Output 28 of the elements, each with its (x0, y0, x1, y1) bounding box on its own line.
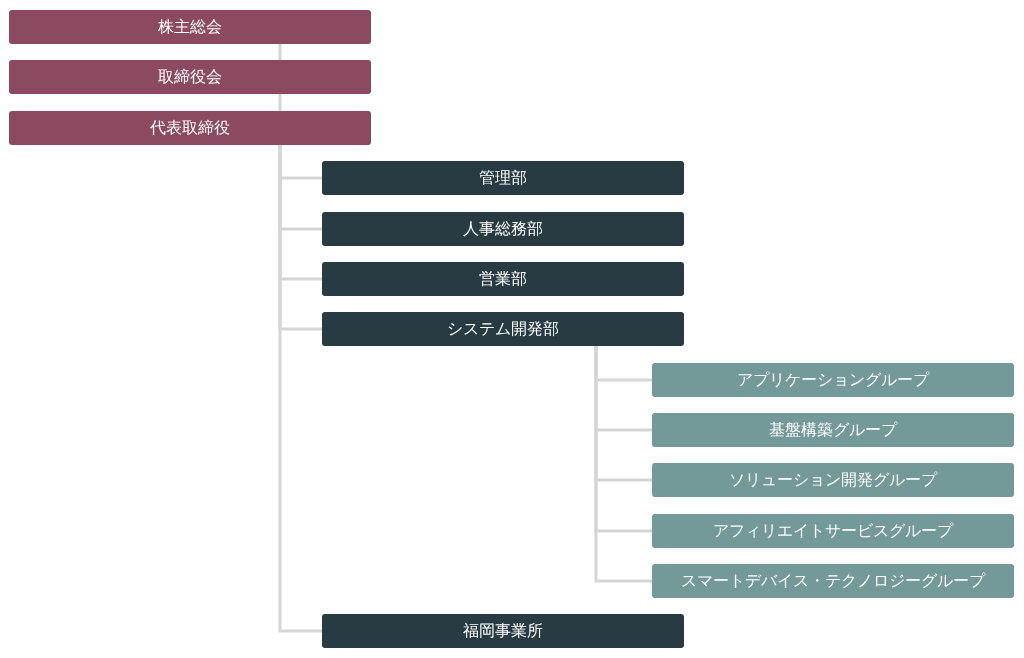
unit-name: スマートデバイス・テクノロジーグループ (681, 571, 985, 591)
unit-name: 管理部 (479, 168, 527, 188)
unit-name: 営業部 (479, 269, 527, 289)
unit-name: 株主総会 (158, 17, 222, 37)
org-unit-box (9, 111, 371, 145)
org-unit-box (652, 463, 1014, 497)
org-unit-box (652, 514, 1014, 548)
org-unit-box (652, 413, 1014, 447)
org-unit-box (322, 312, 684, 346)
org-unit-box (652, 564, 1014, 598)
org-unit-box (9, 60, 371, 94)
org-unit-box (9, 10, 371, 44)
unit-name: 人事総務部 (463, 219, 543, 239)
unit-name: 取締役会 (158, 67, 222, 87)
connector-line (278, 44, 282, 60)
org-unit-box (322, 161, 684, 195)
org-unit-box (652, 363, 1014, 397)
unit-name: アフィリエイトサービスグループ (713, 521, 953, 541)
connector-line (278, 94, 282, 111)
unit-name: 代表取締役 (150, 118, 230, 138)
unit-name: 福岡事業所 (463, 621, 543, 641)
unit-name: 基盤構築グループ (769, 420, 897, 440)
unit-name: システム開発部 (447, 319, 559, 339)
org-unit-box (322, 212, 684, 246)
unit-name: ソリューション開発グループ (729, 470, 937, 490)
unit-name: アプリケーショングループ (737, 370, 929, 390)
org-unit-box (322, 614, 684, 648)
org-unit-box (322, 262, 684, 296)
